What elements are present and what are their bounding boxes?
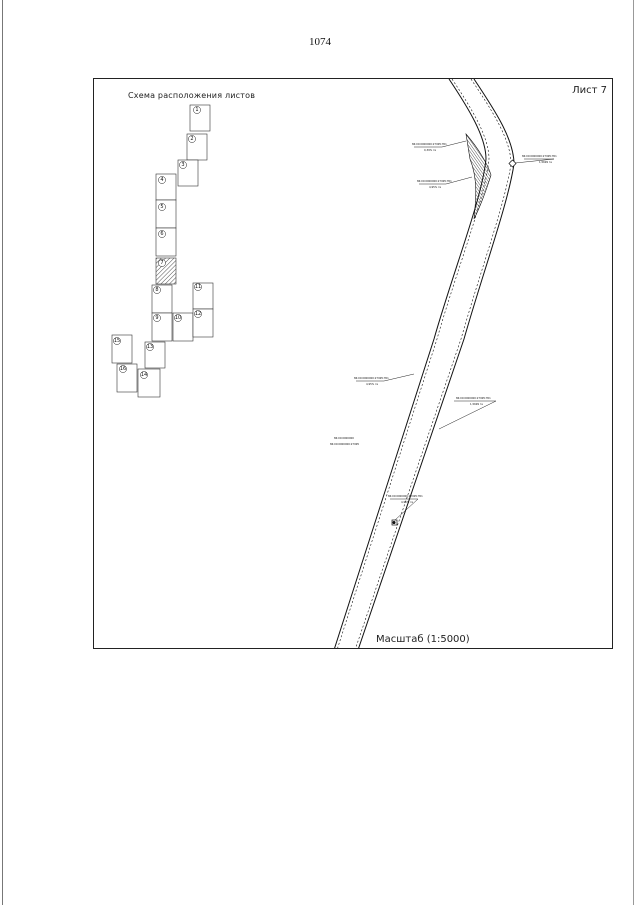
sheet-index-number: 4 <box>160 177 163 183</box>
callout-4-line1: 86:00:0000000:27995:ЗУ1 <box>354 376 389 380</box>
callout-3-line2: 4,95% га <box>429 185 441 189</box>
sheet-index-number: 8 <box>155 287 158 293</box>
callout-3-line1: 86:00:0000000:27995:ЗУ1 <box>417 179 452 183</box>
callout-2-line2: 1,5699 га <box>539 160 552 164</box>
callout-1-line2: 0,39% га <box>424 148 436 152</box>
hatched-parcel <box>465 133 492 220</box>
sheet-label: Лист 7 <box>572 85 607 96</box>
sheet-index-numbers <box>113 106 202 379</box>
sheet-index-number: 11 <box>195 284 201 290</box>
scheme-title: Схема расположения листов <box>128 91 256 100</box>
sheet-index-number: 15 <box>114 338 120 344</box>
sheet-index-number: 16 <box>120 366 126 372</box>
page-number: 1074 <box>309 36 331 48</box>
sheet-index-number: 6 <box>160 231 163 237</box>
callout-5-line1: 86:00:0000000:27995:ЗУ1 <box>456 396 491 400</box>
callout-6-line2: 86:00:0000000:27995 <box>330 442 359 446</box>
callout-7-line2: 4,95% га <box>401 500 413 504</box>
sheet-index-number: 3 <box>181 162 184 168</box>
sheet-index-number: 10 <box>175 315 181 321</box>
survey-markers <box>391 159 517 526</box>
sheet-index-number: 7 <box>160 260 163 266</box>
callout-4-line2: 4,95% га <box>366 382 378 386</box>
sheet-index-number: 14 <box>141 372 147 378</box>
sheet-index-number: 5 <box>160 204 163 210</box>
page-edge-left <box>2 0 3 905</box>
callout-6-line1: 86:00:0000000 <box>334 436 354 440</box>
callout-texts: 86:00:0000000:27995:ЗУ1 0,39% га 86:00:0… <box>330 142 557 504</box>
callout-1-line1: 86:00:0000000:27995:ЗУ1 <box>412 142 447 146</box>
sheet-index-number: 13 <box>147 344 153 350</box>
sheet-index-number: 1 <box>195 107 198 113</box>
callout-leaders <box>356 140 555 521</box>
sheet-index-scheme <box>111 104 214 398</box>
sheet-index-number: 2 <box>190 136 193 142</box>
sheet-index-number: 9 <box>155 315 158 321</box>
scale-label: Масштаб (1:5000) <box>374 634 472 645</box>
callout-7-line1: 86:00:0000000:27995:ЗУ1 <box>388 494 423 498</box>
callout-2-line1: 86:00:0000000:27995:ЗУ1 <box>522 154 557 158</box>
page-edge-right <box>633 0 634 905</box>
callout-5-line2: 1,5699 га <box>470 402 483 406</box>
sheet-index-number: 12 <box>195 311 201 317</box>
